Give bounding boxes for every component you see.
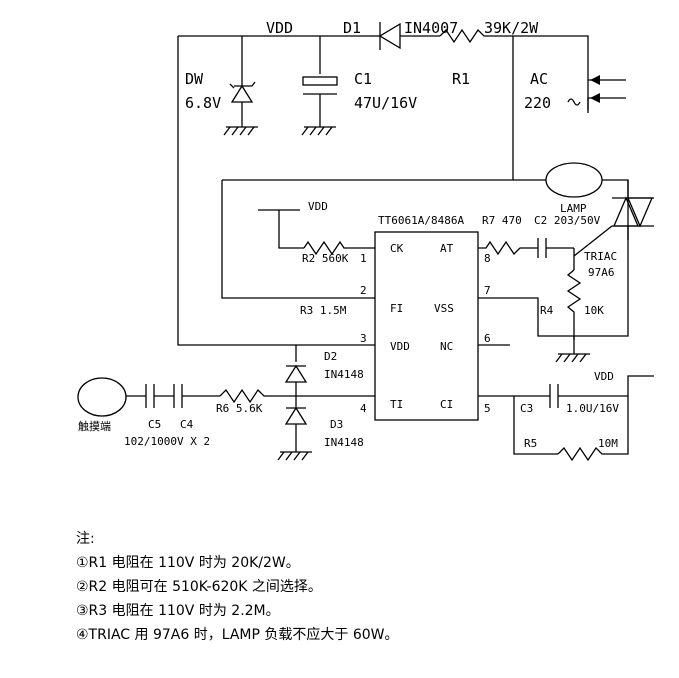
label-vdd-top: VDD [266,19,293,37]
notes-title: 注: [76,531,95,547]
pin-name-at: AT [440,242,454,255]
wire [478,179,629,337]
label-vdd-ic: VDD [308,200,328,213]
diode-d2 [284,364,308,396]
pin-name-ck: CK [390,242,404,255]
pin-8: 8 [484,252,491,265]
pin-name-ci: CI [440,398,453,411]
pin-7: 7 [484,284,491,297]
note-item: ③R3 电阻在 110V 时为 2.2M。 [76,603,280,619]
note-item: ④TRIAC 用 97A6 时，LAMP 负载不应大于 60W。 [76,627,399,643]
diode-d3 [284,396,308,452]
label-r4-value: 10K [584,304,604,317]
label-lamp: LAMP [560,202,587,215]
ground-r4 [555,336,590,363]
triac [573,180,654,257]
touch-pad [77,377,127,417]
label-c3-value: 1.0U/16V [566,402,619,415]
label-c2: C2 203/50V [534,214,601,227]
pin-name-vss: VSS [434,302,454,315]
pin-1: 1 [360,252,367,265]
wire [513,35,589,110]
label-r1-value: 39K/2W [484,19,539,37]
label-triac: TRIAC [584,250,617,263]
label-r5: R5 [524,437,537,450]
pin-name-ti: TI [390,398,403,411]
ground-c1 [301,126,336,136]
label-c4: C4 [180,418,194,431]
note-item: ①R1 电阻在 110V 时为 20K/2W。 [76,555,300,571]
zener-dw [229,72,256,127]
capacitor-c1 [302,76,338,127]
wire [278,210,304,249]
ac-input-terminal [567,75,626,113]
resistor-r5 [557,396,629,462]
label-ic-name: TT6061A/8486A [378,214,464,227]
capacitor-c5 [145,384,174,408]
resistor-r1 [439,28,513,44]
label-c5: C5 [148,418,161,431]
label-c45-value: 102/1000V X 2 [124,435,210,448]
wire [513,396,558,455]
pin-name-vdd: VDD [390,340,410,353]
label-r3: R3 1.5M [300,304,347,317]
label-r2: R2 560K [302,252,349,265]
label-r5-value: 10M [598,437,618,450]
label-touch: 触摸端 [78,419,111,433]
label-in4007: IN4007 [404,19,458,37]
label-c3: C3 [520,402,533,415]
label-r7: R7 470 [482,214,522,227]
label-d3-value: IN4148 [324,436,364,449]
pin-name-nc: NC [440,340,453,353]
resistor-r6 [219,388,375,404]
label-c1: C1 [354,70,372,88]
ground-dw [223,126,258,136]
label-triac-value: 97A6 [588,266,615,279]
label-c1-value: 47U/16V [354,94,417,112]
note-item: ②R2 电阻可在 510K-620K 之间选择。 [76,579,322,595]
lamp [545,162,603,198]
pin-2: 2 [360,284,367,297]
resistor-r2 [303,240,375,256]
label-ac: AC [530,70,548,88]
label-d1: D1 [343,19,361,37]
ground-d3 [277,451,312,461]
label-ac-value: 220 [524,94,551,112]
label-vdd-right: VDD [594,370,614,383]
ic-tt6061a [374,231,479,421]
label-r4: R4 [540,304,554,317]
resistor-r4 [566,269,582,340]
label-dw-value: 6.8V [185,94,221,112]
label-r1: R1 [452,70,470,88]
label-d2-value: IN4148 [324,368,364,381]
label-r6: R6 5.6K [216,402,263,415]
resistor-r7 [478,240,538,256]
diode-d1 [370,22,440,50]
pin-6: 6 [484,332,491,345]
pin-3: 3 [360,332,367,345]
wire [221,180,375,299]
capacitor-c3 [549,375,654,408]
label-dw: DW [185,70,204,88]
pin-name-fi: FI [390,302,403,315]
pin-4: 4 [360,402,367,415]
pin-5: 5 [484,402,491,415]
label-d2: D2 [324,350,337,363]
label-d3: D3 [330,418,343,431]
capacitor-c2 [537,238,574,258]
wire [177,36,375,346]
notes-block: 注: ①R1 电阻在 110V 时为 20K/2W。 ②R2 电阻可在 510K… [76,527,399,647]
capacitor-c4 [173,384,220,408]
